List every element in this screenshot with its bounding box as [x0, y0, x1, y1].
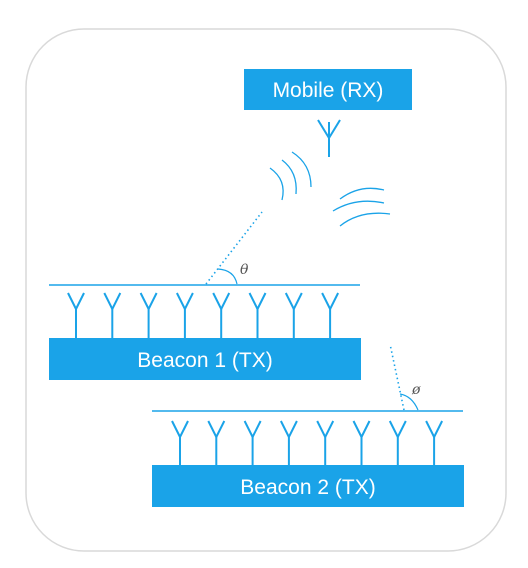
mobile-antenna-icon: [317, 119, 341, 157]
beacon-2-angle-arc: [399, 393, 419, 411]
beacon-1-antenna-icon: [212, 292, 231, 339]
beacon-1-antenna-icon: [139, 292, 158, 339]
beacon-1-angle-label: θ: [240, 262, 249, 278]
beacon-1-label: Beacon 1 (TX): [137, 349, 272, 372]
mobile-label: Mobile (RX): [273, 79, 384, 102]
beacon-1-antenna-array: [67, 292, 339, 339]
mobile-receiver: Mobile (RX): [244, 69, 412, 157]
beacon-2-antenna-icon: [352, 420, 371, 466]
beacon-2-antenna-icon: [243, 420, 262, 466]
beacon-2-antenna-icon: [207, 420, 226, 466]
beacon-2-antenna-icon: [425, 420, 443, 466]
beacon-1-antenna-icon: [321, 292, 339, 339]
beacon-1-antenna-icon: [103, 292, 122, 339]
beacon-2-antenna-icon: [388, 420, 407, 466]
beacon-1-beam-line: [205, 211, 263, 285]
mobile-label-box: [244, 69, 412, 110]
beacon-1-antenna-icon: [284, 292, 303, 339]
beacon-1-antenna-icon: [176, 292, 194, 339]
beacon-2: Beacon 2 (TX) ø: [152, 343, 464, 507]
signal-waves-icon: [269, 151, 391, 227]
diagram-frame: [25, 28, 507, 552]
beacon-2-label-box: [152, 465, 464, 507]
beacon-1-antenna-icon: [67, 292, 85, 339]
beacon-2-antenna-array: [171, 420, 443, 466]
beacon-2-antenna-icon: [280, 420, 298, 466]
beacon-1-label-box: [49, 338, 361, 380]
beacon-1-angle-arc: [217, 268, 238, 285]
beacon-2-antenna-icon: [316, 420, 335, 466]
beacon-2-antenna-icon: [171, 420, 189, 466]
beacon-1-antenna-icon: [248, 292, 267, 339]
beacon-2-label: Beacon 2 (TX): [240, 476, 375, 499]
beacon-1: Beacon 1 (TX) θ: [49, 211, 361, 380]
beacon-2-angle-label: ø: [411, 382, 421, 398]
